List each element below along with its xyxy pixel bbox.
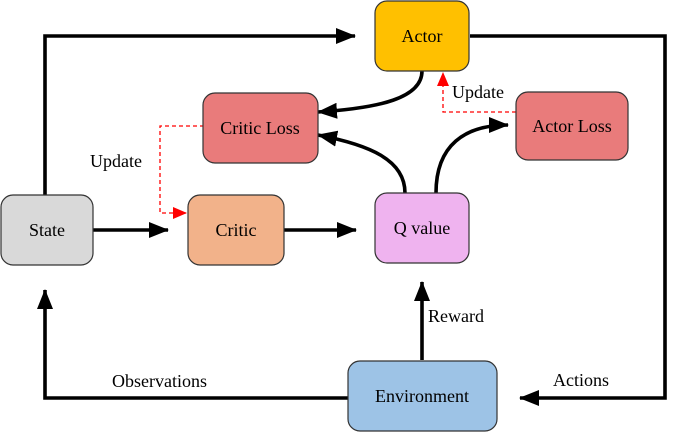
critic-label: Critic bbox=[216, 220, 257, 240]
environment-label: Environment bbox=[375, 386, 469, 406]
state-node: State bbox=[0, 194, 94, 266]
critic-node: Critic bbox=[187, 194, 285, 266]
edge-actor-to-criticloss bbox=[317, 70, 424, 119]
environment-node: Environment bbox=[347, 360, 498, 432]
actor-loss-node: Actor Loss bbox=[515, 91, 629, 161]
update-label-critic: Update bbox=[90, 151, 142, 171]
edge-qvalue-to-actorloss bbox=[434, 117, 509, 194]
q-value-node: Q value bbox=[374, 192, 470, 264]
update-actorloss-to-actor bbox=[437, 72, 516, 113]
edge-qvalue-to-criticloss bbox=[317, 130, 407, 194]
update-label-actor: Update bbox=[452, 82, 504, 102]
actor-label: Actor bbox=[402, 26, 443, 46]
state-label: State bbox=[29, 220, 65, 240]
reward-label: Reward bbox=[428, 306, 484, 326]
update-criticloss-to-critic bbox=[159, 125, 204, 219]
critic-loss-label: Critic Loss bbox=[220, 118, 300, 138]
observations-label: Observations bbox=[112, 371, 207, 391]
edge-environment-to-state bbox=[37, 289, 348, 400]
actions-label: Actions bbox=[553, 370, 609, 390]
critic-loss-node: Critic Loss bbox=[202, 92, 319, 164]
q-value-label: Q value bbox=[394, 218, 450, 238]
actor-node: Actor bbox=[374, 0, 470, 72]
edge-actor-to-environment bbox=[470, 34, 667, 406]
edge-state-to-actor bbox=[43, 28, 356, 195]
actor-loss-label: Actor Loss bbox=[532, 116, 612, 136]
